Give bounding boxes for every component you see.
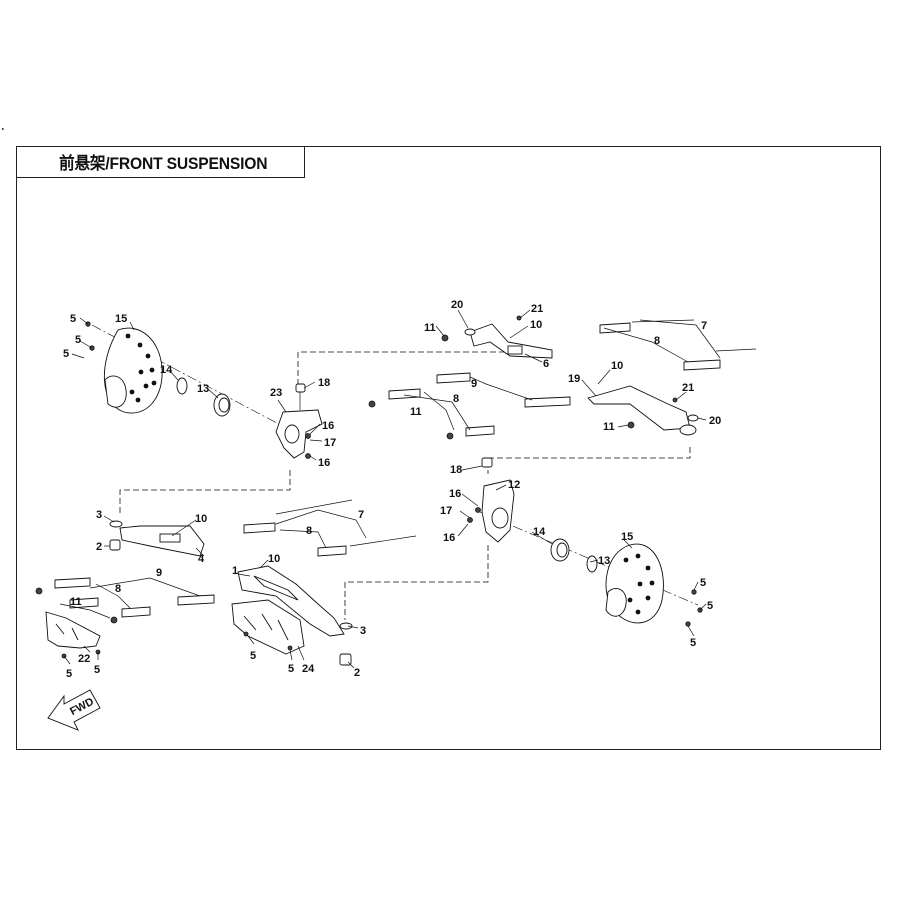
callout-5-ul-b: 5 bbox=[75, 334, 81, 346]
callout-8-ur-b: 8 bbox=[453, 393, 459, 405]
page-title: 前悬架/FRONT SUSPENSION bbox=[59, 154, 268, 173]
callout-15-ul: 15 bbox=[115, 313, 127, 325]
callout-4: 4 bbox=[198, 553, 205, 565]
skid-guard-24 bbox=[231, 599, 305, 655]
lower-left-a-arms bbox=[35, 499, 417, 666]
callout-5-ll-c: 5 bbox=[250, 650, 256, 662]
callout-12: 12 bbox=[508, 479, 520, 491]
callout-3-lr: 3 bbox=[360, 625, 366, 637]
callout-5-ll-a: 5 bbox=[94, 664, 100, 676]
a-arm-upper-6 bbox=[469, 323, 553, 359]
callout-7-ll: 7 bbox=[358, 509, 364, 521]
callout-18-mr: 18 bbox=[450, 464, 462, 476]
callout-17-ul: 17 bbox=[324, 437, 336, 449]
callout-16-mr-b: 16 bbox=[443, 532, 455, 544]
callout-16-ul-a: 16 bbox=[322, 420, 334, 432]
fwd-direction-arrow: FWD bbox=[47, 689, 101, 731]
callout-18-ul: 18 bbox=[318, 377, 330, 389]
left-brake-disc-assembly bbox=[85, 321, 323, 459]
callout-10-ll-b: 10 bbox=[268, 553, 280, 565]
callout-19: 19 bbox=[568, 373, 580, 385]
callout-11-ur-a: 11 bbox=[424, 322, 436, 334]
callout-5-ll-b: 5 bbox=[66, 668, 72, 680]
callout-20-ur-b: 20 bbox=[709, 415, 721, 427]
callout-13-ul: 13 bbox=[197, 383, 209, 395]
callout-9-ur: 9 bbox=[471, 378, 477, 390]
callout-8-ll-a: 8 bbox=[306, 525, 312, 537]
callout-21-ur-b: 21 bbox=[682, 382, 694, 394]
diagram-frame bbox=[16, 146, 881, 750]
callout-5-ll-d: 5 bbox=[288, 663, 294, 675]
callout-5-ul-c: 5 bbox=[63, 348, 69, 360]
callout-24: 24 bbox=[302, 663, 315, 675]
callout-13-mr: 13 bbox=[598, 555, 610, 567]
edge-mark bbox=[2, 128, 4, 130]
right-brake-disc-assembly bbox=[467, 457, 703, 627]
callout-10-ur-b: 10 bbox=[611, 360, 623, 372]
callout-labels: 5 15 5 5 14 13 23 18 16 17 16 20 21 10 1… bbox=[63, 299, 721, 680]
callout-22: 22 bbox=[78, 653, 90, 665]
callout-8-ll-b: 8 bbox=[115, 583, 121, 595]
callout-16-mr-a: 16 bbox=[449, 488, 461, 500]
callout-5-mr-a: 5 bbox=[700, 577, 706, 589]
callout-11-ur-b: 11 bbox=[410, 406, 422, 418]
brake-disc-right-holes bbox=[623, 553, 655, 615]
callout-6: 6 bbox=[543, 358, 549, 370]
callout-14-mr: 14 bbox=[533, 526, 546, 538]
callout-2-lr: 2 bbox=[354, 667, 360, 679]
callout-5-ul-a: 5 bbox=[70, 313, 76, 325]
callout-1: 1 bbox=[232, 565, 238, 577]
callout-11-ur-c: 11 bbox=[603, 421, 615, 433]
upper-right-a-arms bbox=[368, 315, 757, 440]
callout-11-ll: 11 bbox=[70, 596, 82, 608]
callout-9-ll: 9 bbox=[156, 567, 162, 579]
callout-20-ur-a: 20 bbox=[451, 299, 463, 311]
title-box: 前悬架/FRONT SUSPENSION bbox=[16, 146, 305, 178]
callout-7-ur: 7 bbox=[701, 320, 707, 332]
callout-3-ll: 3 bbox=[96, 509, 102, 521]
callout-16-ul-b: 16 bbox=[318, 457, 330, 469]
callout-5-mr-b: 5 bbox=[707, 600, 713, 612]
callout-8-ur-a: 8 bbox=[654, 335, 660, 347]
callout-10-ur-a: 10 bbox=[530, 319, 542, 331]
callout-23: 23 bbox=[270, 387, 282, 399]
callout-15-mr: 15 bbox=[621, 531, 633, 543]
callout-10-ll-a: 10 bbox=[195, 513, 207, 525]
leader-lines bbox=[59, 309, 721, 669]
callout-14-ul: 14 bbox=[160, 364, 173, 376]
callout-21-ur-a: 21 bbox=[531, 303, 543, 315]
callout-5-mr-c: 5 bbox=[690, 637, 696, 649]
callout-17-mr: 17 bbox=[440, 505, 452, 517]
brake-disc-left-holes bbox=[125, 333, 157, 403]
callout-2-ll: 2 bbox=[96, 541, 102, 553]
